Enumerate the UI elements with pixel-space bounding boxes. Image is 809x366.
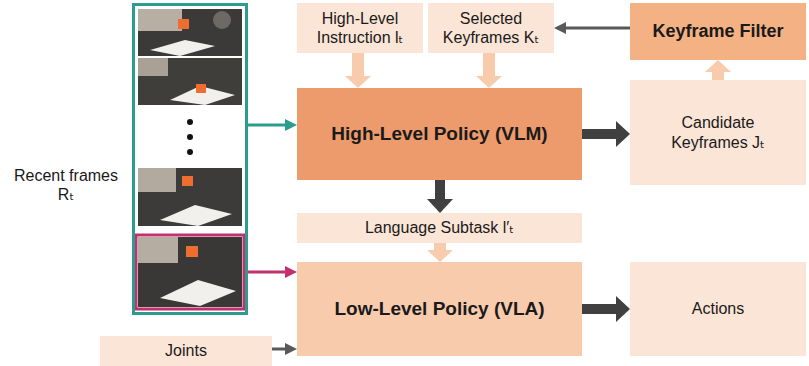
frame-paper [150,40,215,56]
box-label: Keyframe Filter [652,21,783,43]
box-label: Candidate Keyframes Jₜ [662,113,774,151]
subtask-box: Language Subtask l′ₜ [297,213,582,243]
policy-box: Low-Level Policy (VLA) [297,262,582,356]
frame-wall [138,9,182,31]
box-label: Actions [692,299,744,318]
filter-box: Keyframe Filter [630,3,806,60]
arrow-connector [582,129,616,139]
ellipsis-dot [187,119,193,125]
arrow-connector [582,304,616,314]
frame-wall [138,168,176,192]
frame-paper [160,205,232,226]
frames-panel: Recent frames Rₜ [132,3,248,315]
policy-box: High-Level Policy (VLM) [297,88,582,180]
box-label: Selected Keyframes Kₜ [434,9,548,47]
box-label: Low-Level Policy (VLA) [334,298,544,321]
frame-paper [160,280,236,306]
input-box: Selected Keyframes Kₜ [428,3,554,53]
frame-wall [138,237,178,263]
arrow-connector [272,348,285,351]
frame-wall [138,58,168,76]
arrow-connector [566,27,630,30]
ellipsis-dot [187,149,193,155]
output-box: Candidate Keyframes Jₜ [630,80,806,185]
arrow-connector [435,180,445,199]
box-label: Language Subtask l′ₜ [365,218,514,237]
current-frame-outline [136,235,244,309]
frame-orange-block [182,176,193,186]
arrow-connector [248,271,285,274]
ellipsis-dot [187,134,193,140]
frame-thumbnail [138,58,242,105]
output-box: Actions [630,262,806,356]
input-box: Joints [100,336,272,366]
arrow-connector [483,53,495,76]
box-label: High-Level Instruction lₜ [303,9,417,47]
frame-thumbnail [138,237,242,307]
frame-object [213,11,231,29]
arrow-connector [352,53,364,76]
frame-thumbnail [138,9,242,56]
frame-orange-block [186,246,198,257]
frame-orange-block [178,19,189,29]
arrow-connector [434,243,446,250]
frame-thumbnail [138,168,242,226]
arrow-connector [712,72,724,80]
box-label: Joints [165,341,207,360]
panel-label: Recent frames Rₜ [5,166,127,204]
box-label: High-Level Policy (VLM) [331,123,547,146]
arrow-connector [248,124,285,127]
frame-orange-block [196,84,206,93]
input-box: High-Level Instruction lₜ [297,3,423,53]
